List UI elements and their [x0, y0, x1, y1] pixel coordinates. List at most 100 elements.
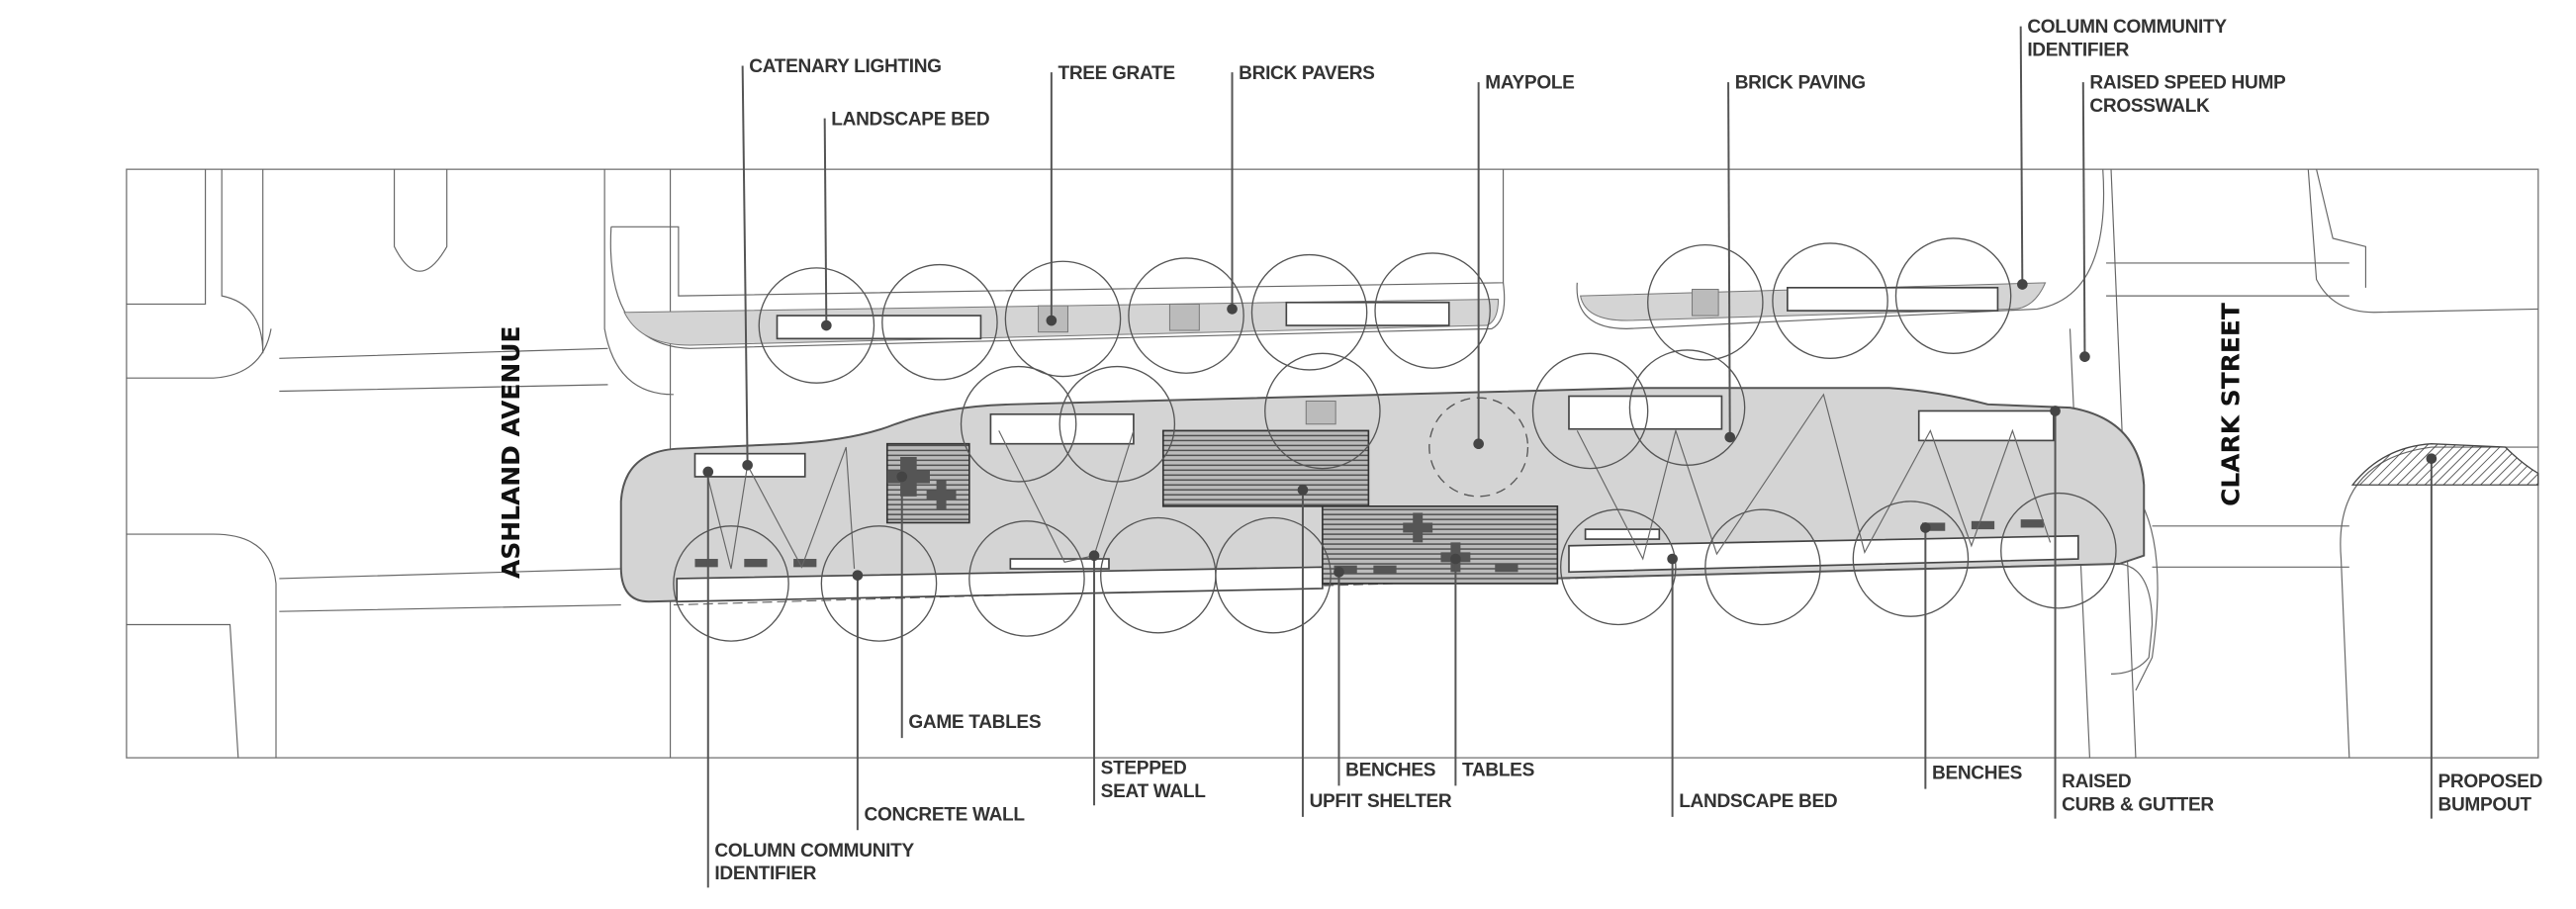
- tree-canopy: [758, 267, 875, 384]
- tree-canopy: [1894, 237, 2012, 354]
- callout-label: CROSSWALK: [2089, 96, 2210, 117]
- street-linework: [126, 169, 2538, 759]
- tree-canopy: [1215, 516, 1332, 634]
- leader-dot: [1334, 567, 1344, 578]
- landscape-beds: [676, 286, 2079, 603]
- tree-canopy: [1004, 260, 1122, 378]
- leader-line: [2081, 82, 2086, 357]
- tree-canopy: [2000, 492, 2117, 609]
- callout-label: UPFIT SHELTER: [1310, 791, 1452, 812]
- leader-line: [1727, 82, 1731, 438]
- callout-label: SEAT WALL: [1101, 781, 1207, 802]
- tree-canopy: [820, 525, 938, 642]
- catenary-lighting-cables-west: [705, 446, 856, 570]
- street-name-clark: CLARK STREET: [2217, 303, 2246, 506]
- tree-canopies: [673, 237, 2117, 642]
- leader-line: [823, 118, 828, 326]
- callout-concrete-wall: CONCRETE WALL: [852, 570, 1026, 831]
- callout-label: STEPPED: [1101, 759, 1187, 779]
- callout-label: PROPOSED: [2438, 772, 2543, 792]
- leader-dot: [1920, 522, 1931, 533]
- leader-dot: [742, 459, 753, 471]
- callout-tree-grate: TREE GRATE: [1046, 63, 1175, 326]
- tree-canopy: [673, 525, 789, 642]
- callout-label: IDENTIFIER: [714, 864, 816, 884]
- leader-dot: [2079, 351, 2090, 362]
- tree-canopy: [1250, 253, 1368, 371]
- tree-canopy: [881, 263, 998, 381]
- tree-canopy: [1128, 257, 1244, 374]
- callout-label: LANDSCAPE BED: [1679, 791, 1837, 812]
- proposed-bumpout: [2350, 443, 2539, 486]
- callout-label: MAYPOLE: [1485, 73, 1574, 94]
- callout-landscape-bed-south: LANDSCAPE BED: [1667, 553, 1838, 817]
- leader-dot: [896, 471, 908, 483]
- catenary-lighting-cables-east: [1576, 393, 2052, 561]
- callout-label: RAISED SPEED HUMP: [2089, 73, 2286, 94]
- callout-brick-paving: BRICK PAVING: [1724, 73, 1866, 443]
- tree-canopy: [1058, 365, 1176, 483]
- leader-dot: [1297, 484, 1309, 496]
- leader-dot: [1667, 553, 1678, 565]
- tree-canopy: [1772, 242, 1888, 359]
- leader-dot: [2017, 279, 2028, 290]
- tree-canopy: [1264, 352, 1381, 470]
- callout-label: LANDSCAPE BED: [831, 109, 989, 130]
- upfit-shelter: [885, 429, 1559, 585]
- callout-label: TREE GRATE: [1058, 63, 1175, 84]
- tree-canopy: [1374, 252, 1491, 369]
- tree-canopy: [1704, 508, 1821, 626]
- leader-dot: [1227, 304, 1238, 315]
- leader-dot: [1450, 553, 1461, 565]
- callouts: CATENARY LIGHTING LANDSCAPE BED TREE GRATE…: [702, 17, 2543, 888]
- tree-canopy: [1647, 243, 1764, 361]
- street-name-ashland: ASHLAND AVENUE: [497, 326, 525, 579]
- leader-dot: [1473, 438, 1484, 450]
- callout-label: CONCRETE WALL: [865, 804, 1026, 825]
- callout-label: BENCHES: [1345, 760, 1435, 780]
- tree-canopy: [1560, 508, 1677, 626]
- tree-canopy: [968, 520, 1085, 637]
- leader-dot: [702, 466, 714, 478]
- leader-dot: [1088, 550, 1100, 562]
- callout-label: IDENTIFIER: [2027, 40, 2129, 60]
- leader-dot: [1724, 431, 1736, 443]
- leader-dot: [2426, 453, 2438, 464]
- leader-dot: [1046, 315, 1058, 326]
- callout-label: CURB & GUTTER: [2062, 794, 2214, 815]
- callout-label: BRICK PAVERS: [1239, 63, 1374, 84]
- callout-label: TABLES: [1462, 760, 1534, 780]
- callout-benches-east: BENCHES: [1920, 522, 2022, 789]
- tree-canopy: [960, 365, 1077, 483]
- callout-label: CATENARY LIGHTING: [749, 56, 941, 77]
- tree-canopy: [1531, 352, 1649, 470]
- tree-canopy: [1628, 349, 1746, 466]
- leader-dot: [821, 319, 832, 331]
- callout-tables: TABLES: [1450, 553, 1534, 786]
- callout-maypole: MAYPOLE: [1473, 73, 1575, 450]
- callout-label: RAISED: [2062, 772, 2131, 792]
- callout-label: BENCHES: [1932, 764, 2022, 784]
- leader-dot: [2050, 406, 2061, 416]
- callout-label: COLUMN COMMUNITY: [714, 841, 914, 862]
- tree-grates: [1038, 288, 1719, 425]
- catenary-lighting-cables-mid: [998, 430, 1135, 564]
- callout-label: GAME TABLES: [908, 712, 1041, 733]
- callout-brick-pavers: BRICK PAVERS: [1227, 63, 1375, 315]
- callout-label: BUMPOUT: [2438, 794, 2532, 815]
- callout-label: BRICK PAVING: [1735, 73, 1866, 94]
- callout-landscape-bed-north: LANDSCAPE BED: [821, 109, 990, 331]
- callout-upfit-shelter: UPFIT SHELTER: [1297, 484, 1452, 817]
- callout-game-tables: GAME TABLES: [896, 471, 1042, 739]
- east-curb-extension: [2111, 563, 2154, 675]
- leader-dot: [852, 570, 864, 581]
- callout-benches-west: BENCHES: [1334, 567, 1435, 786]
- leader-line: [741, 65, 749, 466]
